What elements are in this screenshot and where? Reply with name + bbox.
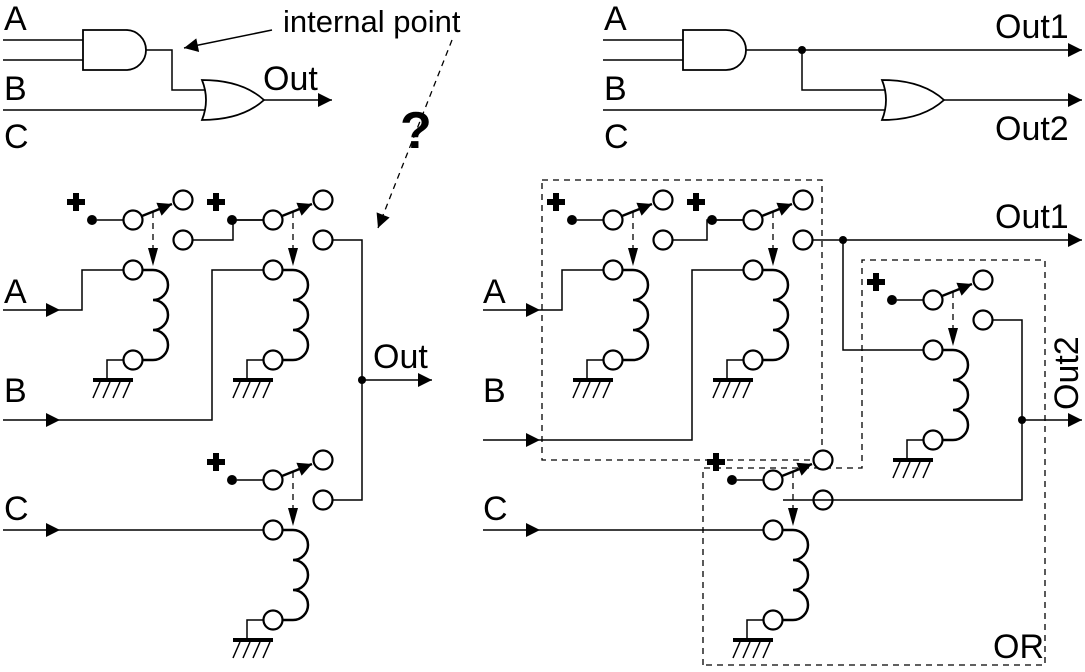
- input-label-c: C: [4, 490, 29, 528]
- right-relay-circuit: A B C Out1 Out2 OR: [483, 179, 1085, 666]
- input-label-c: C: [483, 490, 508, 528]
- input-label-a: A: [4, 0, 27, 38]
- or-block-box: [702, 259, 1046, 666]
- input-label-a: A: [604, 0, 627, 38]
- input-label-b: B: [4, 70, 27, 108]
- question-mark: ?: [400, 102, 432, 160]
- relay-2: [687, 191, 813, 399]
- relay-3: [207, 451, 333, 659]
- output-label-out2: Out2: [995, 110, 1069, 148]
- output-label-out1: Out1: [995, 198, 1069, 236]
- input-label-b: B: [4, 372, 27, 410]
- relay-4: [707, 451, 833, 659]
- relay-1: [547, 191, 673, 399]
- and-gate: [682, 29, 747, 71]
- input-label-a: A: [483, 273, 506, 311]
- input-label-a: A: [4, 273, 27, 311]
- relay-2: [207, 191, 333, 399]
- input-label-b: B: [604, 70, 627, 108]
- relay-1: [67, 191, 193, 399]
- or-gate: [200, 79, 266, 121]
- output-label-out2: Out2: [1048, 336, 1085, 410]
- input-label-c: C: [604, 118, 629, 156]
- output-label-out: Out: [373, 338, 428, 376]
- relay-3: [867, 271, 993, 479]
- and-block-box: [541, 179, 823, 461]
- or-gate: [880, 79, 946, 121]
- output-label-out1: Out1: [995, 8, 1069, 46]
- input-label-c: C: [4, 118, 29, 156]
- output-label-out: Out: [263, 60, 318, 98]
- and-gate: [82, 29, 147, 71]
- left-relay-circuit: A B C Out: [3, 191, 432, 659]
- or-box-label: OR: [993, 628, 1044, 666]
- input-label-b: B: [483, 372, 506, 410]
- right-gate-diagram: A B C Out1 Out2: [603, 0, 1082, 156]
- left-gate-diagram: A B C Out internal point ?: [3, 0, 461, 229]
- internal-point-label: internal point: [283, 4, 461, 39]
